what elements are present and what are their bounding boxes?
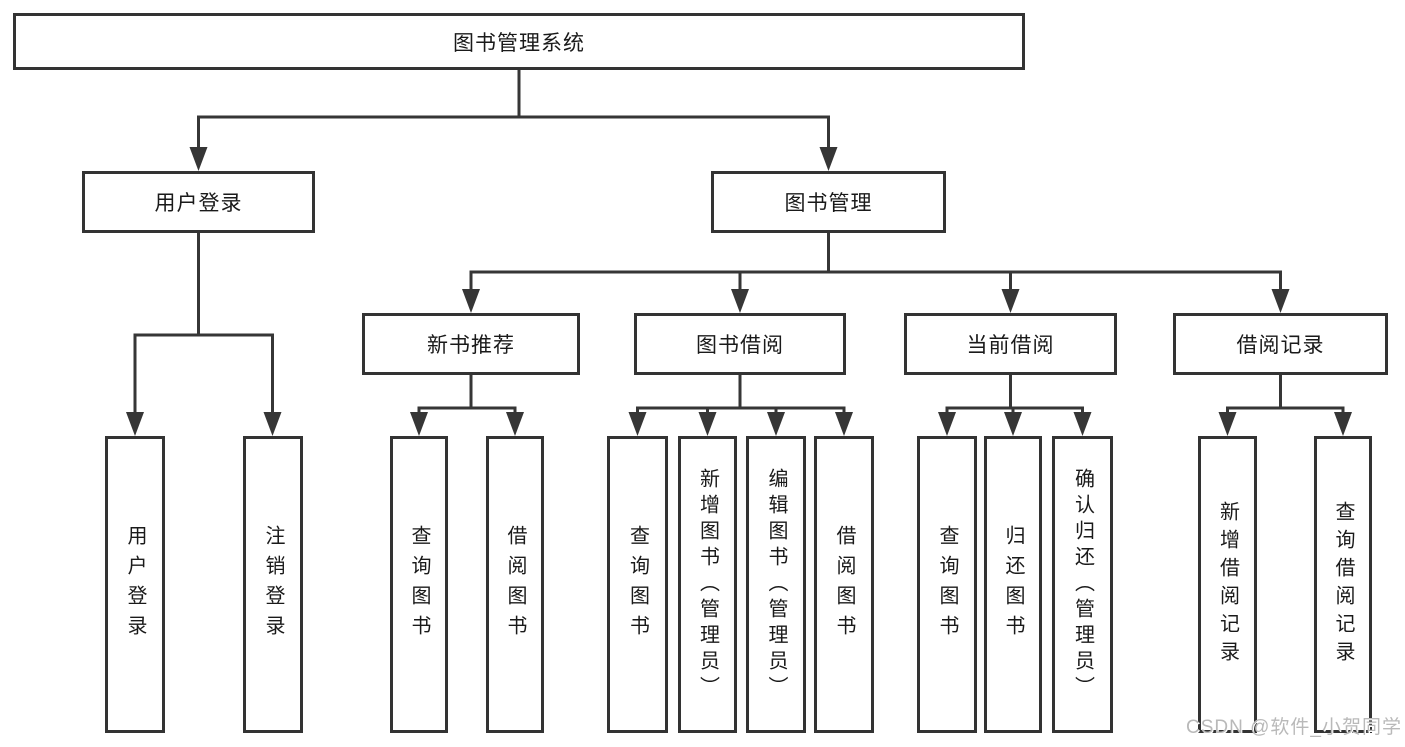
- leaf-br-add-record-label: 新增借阅记录: [1216, 500, 1239, 669]
- leaf-br-query-record: 查询借阅记录: [1314, 436, 1372, 733]
- leaf-bb-borrow-books: 借阅图书: [814, 436, 874, 733]
- leaf-cb-query-books-label: 查询图书: [936, 524, 958, 645]
- leaf-nb-query-books: 查询图书: [390, 436, 448, 733]
- node-user-login-label: 用户登录: [154, 192, 243, 215]
- watermark: CSDN @软件_小贺同学: [1186, 717, 1402, 738]
- leaf-bb-edit-books-admin: 编辑图书（管理员）: [746, 436, 806, 733]
- leaf-bb-borrow-books-label: 借阅图书: [833, 524, 855, 645]
- node-borrowing-records: 借阅记录: [1173, 313, 1388, 375]
- leaf-bb-edit-books-admin-label: 编辑图书（管理员）: [765, 467, 787, 702]
- leaf-user-login: 用户登录: [105, 436, 165, 733]
- leaf-logout-login: 注销登录: [243, 436, 303, 733]
- leaf-bb-query-books-label: 查询图书: [626, 524, 649, 645]
- leaf-cb-return-books: 归还图书: [984, 436, 1042, 733]
- leaf-br-add-record: 新增借阅记录: [1198, 436, 1257, 733]
- node-book-management-label: 图书管理: [784, 192, 873, 215]
- leaf-logout-login-label: 注销登录: [262, 524, 284, 645]
- node-user-login: 用户登录: [82, 171, 315, 233]
- leaf-nb-borrow-books: 借阅图书: [486, 436, 544, 733]
- leaf-cb-confirm-return-admin: 确认归还（管理员）: [1052, 436, 1113, 733]
- node-current-borrowing: 当前借阅: [904, 313, 1117, 375]
- leaf-nb-query-books-label: 查询图书: [408, 524, 430, 645]
- leaf-bb-add-books-admin: 新增图书（管理员）: [678, 436, 737, 733]
- leaf-user-login-label: 用户登录: [124, 524, 146, 645]
- leaf-bb-query-books: 查询图书: [607, 436, 668, 733]
- node-current-borrowing-label: 当前借阅: [966, 334, 1055, 357]
- node-book-borrowing: 图书借阅: [634, 313, 846, 375]
- leaf-cb-confirm-return-admin-label: 确认归还（管理员）: [1071, 467, 1094, 702]
- node-new-book-recommendation: 新书推荐: [362, 313, 580, 375]
- node-root-label: 图书管理系统: [453, 31, 585, 55]
- node-book-borrowing-label: 图书借阅: [696, 334, 784, 357]
- leaf-bb-add-books-admin-label: 新增图书（管理员）: [696, 467, 719, 702]
- node-borrowing-records-label: 借阅记录: [1236, 334, 1325, 357]
- node-new-book-recommendation-label: 新书推荐: [427, 334, 515, 357]
- node-root: 图书管理系统: [13, 13, 1025, 70]
- leaf-br-query-record-label: 查询借阅记录: [1332, 500, 1354, 669]
- leaf-cb-return-books-label: 归还图书: [1002, 524, 1024, 645]
- node-book-management: 图书管理: [711, 171, 946, 233]
- leaf-nb-borrow-books-label: 借阅图书: [504, 524, 526, 645]
- leaf-cb-query-books: 查询图书: [917, 436, 977, 733]
